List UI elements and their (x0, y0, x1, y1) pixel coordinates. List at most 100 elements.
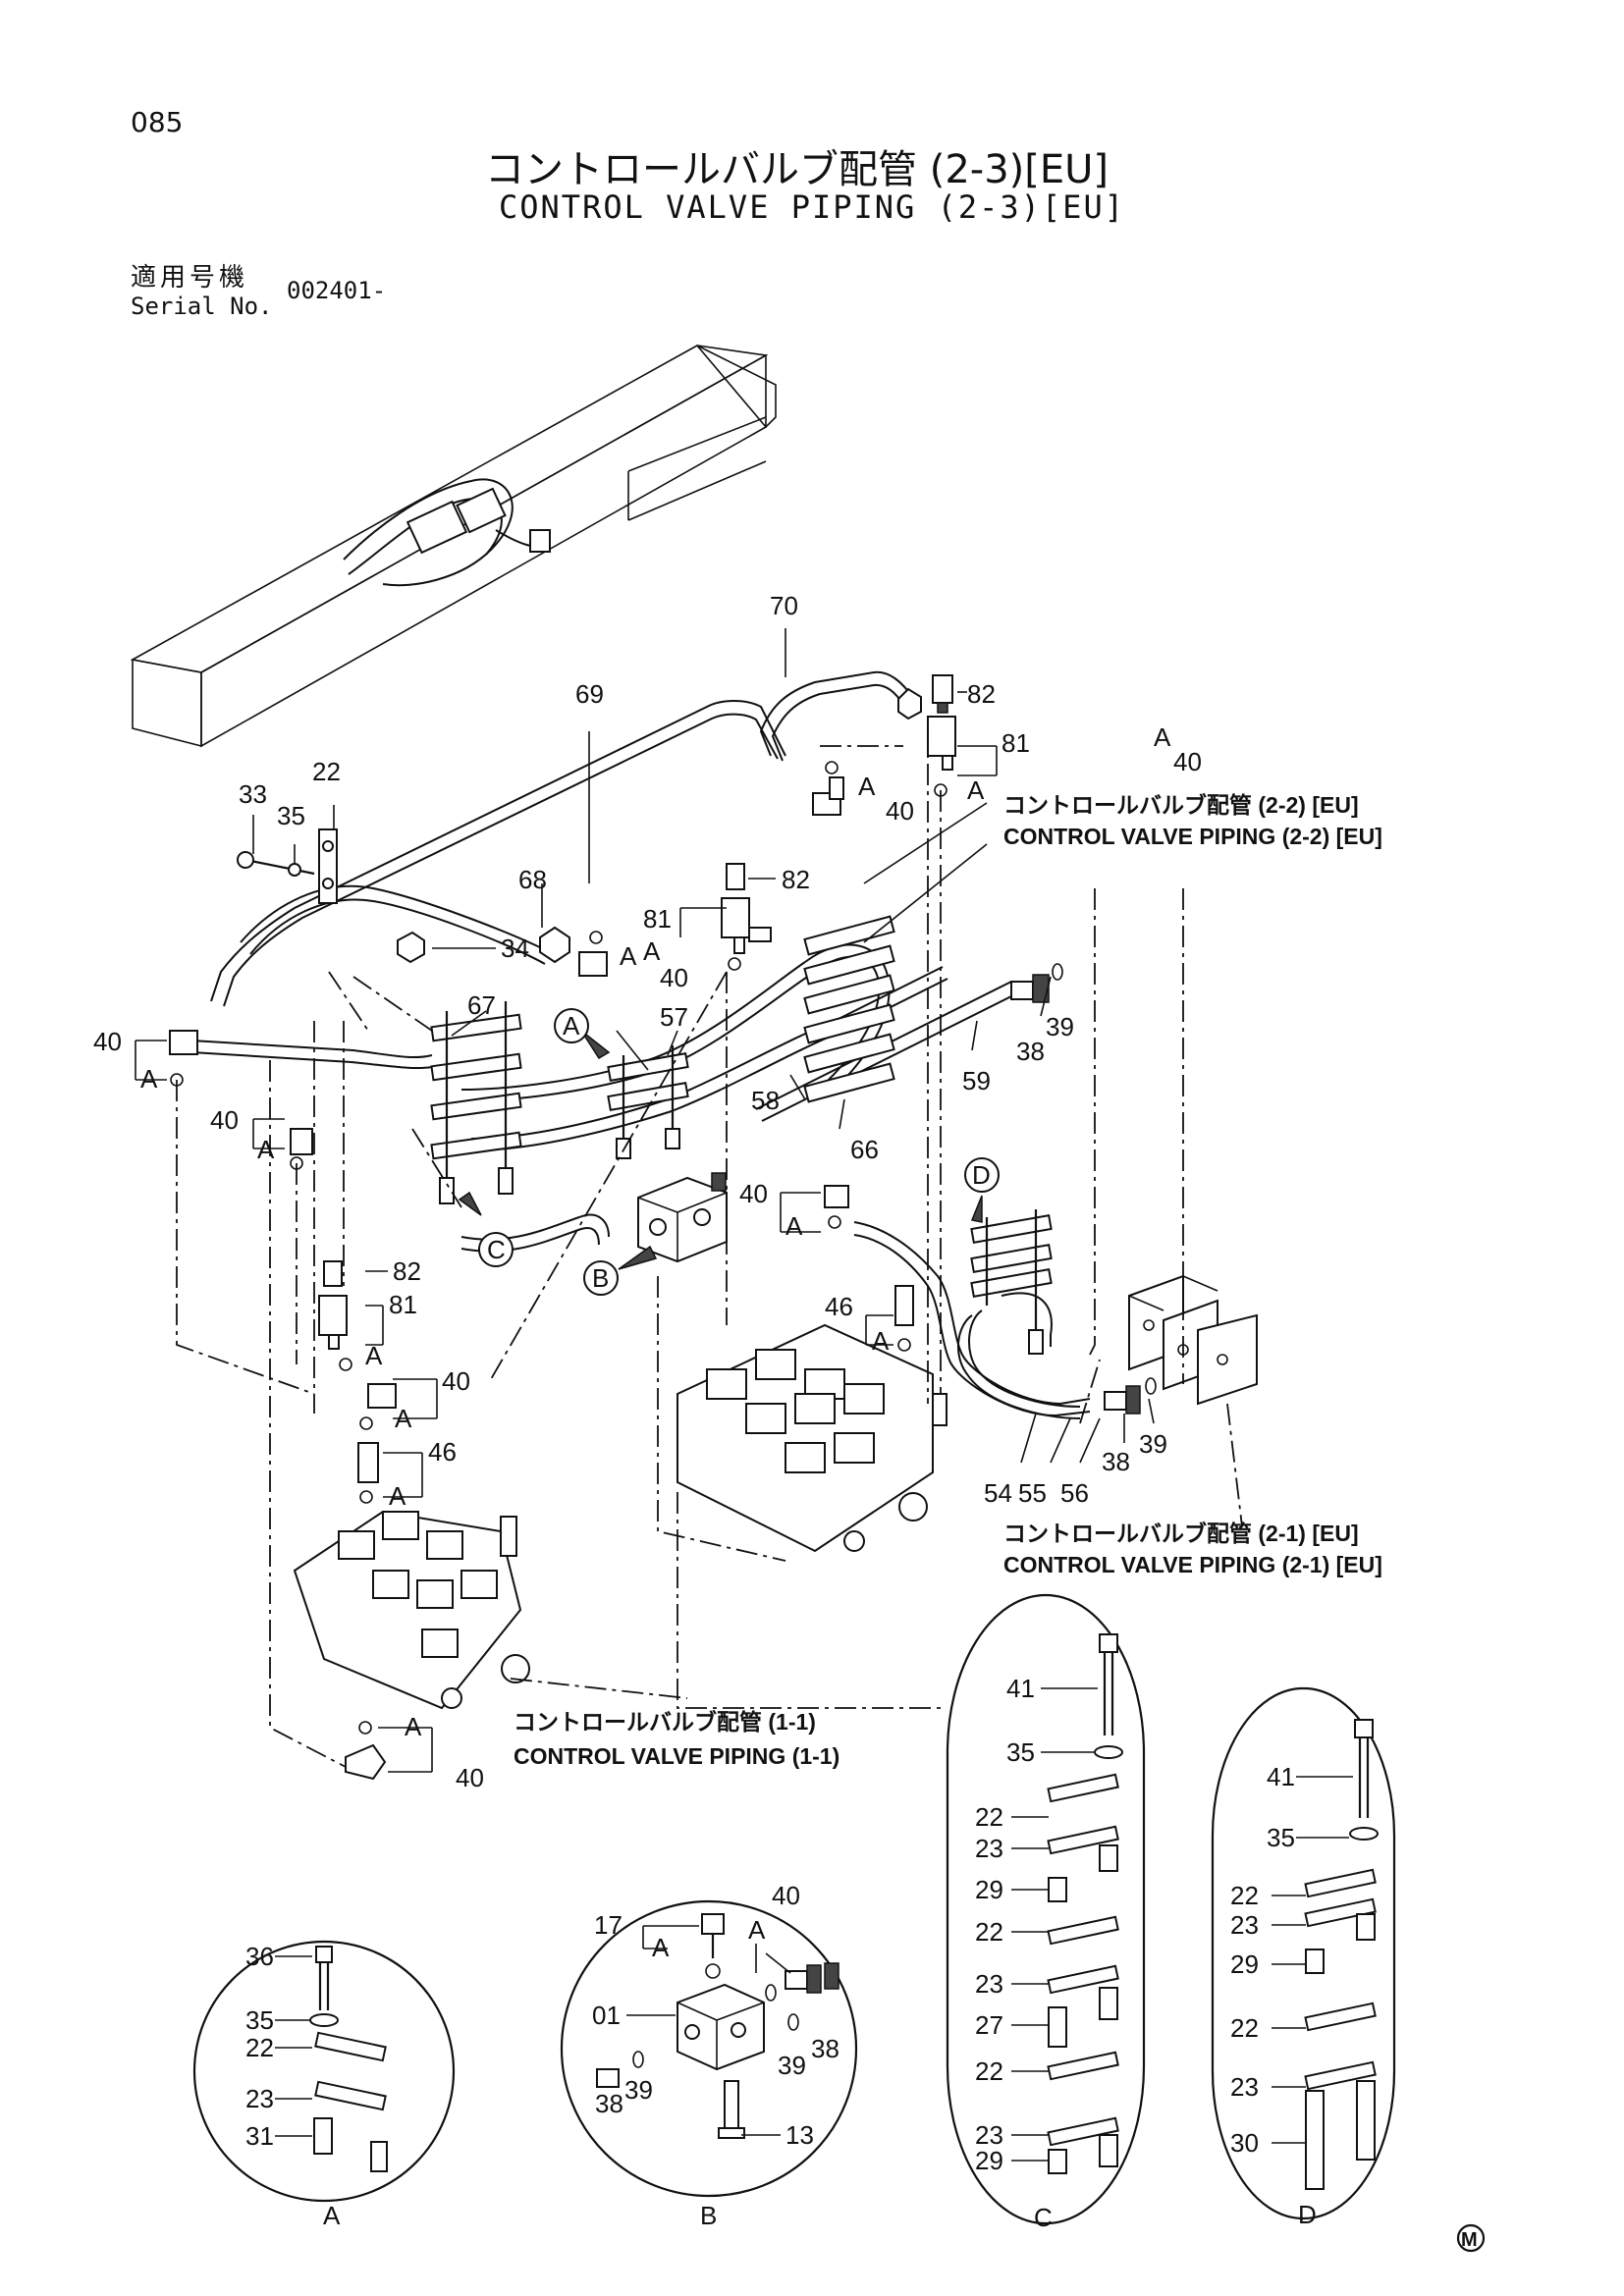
leader-lines (135, 628, 1155, 1773)
view-marker-A: A (554, 1008, 589, 1043)
fitting-82-mid (721, 863, 772, 971)
callout-A: A (405, 1712, 422, 1741)
callout-40: 40 (739, 1179, 768, 1208)
fitting-38-39-right (1010, 963, 1157, 1415)
callout-39: 39 (1139, 1429, 1167, 1459)
svg-text:23: 23 (975, 1834, 1003, 1863)
svg-text:30: 30 (1230, 2128, 1259, 2158)
callout-40: 40 (456, 1763, 484, 1792)
callout-40: 40 (886, 796, 914, 826)
callout-46: 46 (428, 1437, 457, 1467)
serial-label-japanese: 適用号機 (131, 263, 249, 293)
callout-39: 39 (1046, 1012, 1074, 1041)
svg-text:29: 29 (975, 1875, 1003, 1904)
page-number: 085 (131, 106, 184, 138)
callout-A: A (643, 936, 661, 966)
clamp-stack-left (430, 1001, 522, 1204)
callout-A: A (257, 1135, 275, 1164)
svg-text:22: 22 (1230, 1881, 1259, 1910)
machine-frame (130, 345, 777, 748)
fitting-40-left (169, 1030, 313, 1170)
svg-text:23: 23 (975, 2120, 1003, 2150)
serial-number-value: 002401- (287, 277, 387, 304)
fitting-left-column (318, 1260, 397, 1781)
view-marker-B: B (583, 1260, 619, 1296)
callout-40: 40 (660, 963, 688, 992)
svg-text:29: 29 (1230, 1949, 1259, 1979)
callout-57: 57 (660, 1002, 688, 1032)
svg-text:27: 27 (975, 2010, 1003, 2040)
svg-text:22: 22 (975, 1917, 1003, 1947)
callout-A: A (1154, 722, 1171, 752)
view-marker-C: C (478, 1232, 514, 1267)
callout-67: 67 (467, 990, 496, 1020)
svg-text:13: 13 (785, 2120, 814, 2150)
callout-A: A (365, 1341, 383, 1370)
callout-22: 22 (312, 757, 341, 786)
svg-text:01: 01 (592, 2001, 621, 2030)
pipes-54-55-56 (853, 1221, 1091, 1419)
detail-C-label: C (1034, 2203, 1053, 2232)
callout-81: 81 (1001, 728, 1030, 758)
pipe-70 (759, 670, 914, 762)
callout-38: 38 (1102, 1447, 1130, 1476)
detail-B-label: B (700, 2201, 717, 2230)
view-marker-D: D (964, 1157, 1000, 1193)
svg-text:38: 38 (811, 2034, 839, 2063)
callout-68: 68 (518, 865, 547, 894)
manifold-blocks (1128, 1274, 1258, 1406)
detail-view-D: 41 35 22 23 29 22 23 30 D (1211, 1686, 1396, 2229)
callout-A: A (395, 1404, 412, 1433)
page-title-english: CONTROL VALVE PIPING (2-3)[EU] (499, 188, 1125, 226)
frame-wiring-harness (343, 478, 551, 587)
svg-text:22: 22 (975, 2056, 1003, 2086)
callout-A: A (140, 1064, 158, 1094)
pipe-67 (190, 1040, 433, 1070)
svg-text:39: 39 (778, 2051, 806, 2080)
callout-A: A (620, 941, 637, 971)
callout-38: 38 (1016, 1037, 1045, 1066)
reference-2-2-jp: コントロールバルブ配管 (2-2) [EU] (1003, 792, 1359, 818)
clamp-stack-upper-right (803, 915, 895, 1103)
callout-66: 66 (850, 1135, 879, 1164)
page-title-japanese: コントロールバルブ配管 (2-3)[EU] (485, 147, 1110, 192)
pipe-57 (460, 961, 813, 1102)
svg-text:M: M (1461, 2229, 1478, 2251)
svg-text:36: 36 (245, 1942, 274, 1971)
svg-text:A: A (652, 1933, 670, 1962)
callout-70: 70 (770, 591, 798, 620)
callout-59: 59 (962, 1066, 991, 1095)
detail-D-label: D (1298, 2200, 1317, 2229)
callout-55: 55 (1018, 1478, 1047, 1508)
fitting-40-mid (539, 926, 608, 977)
callout-A: A (858, 772, 876, 801)
control-valve-left (293, 1510, 530, 1710)
fitting-40-center (824, 1185, 849, 1229)
svg-text:A: A (563, 1011, 580, 1041)
part-callouts: 70 69 82 81 A 40 A 22 33 35 68 82 81 A 4… (93, 591, 1202, 1792)
reference-2-1-jp: コントロールバルブ配管 (2-1) [EU] (1003, 1521, 1359, 1546)
svg-text:23: 23 (1230, 1910, 1259, 1940)
svg-text:22: 22 (245, 2033, 274, 2062)
callout-40: 40 (1173, 747, 1202, 776)
callout-81: 81 (643, 904, 672, 934)
footer-mark: M (1456, 2223, 1486, 2253)
callout-58: 58 (751, 1086, 780, 1115)
svg-text:17: 17 (594, 1910, 623, 1940)
svg-text:23: 23 (245, 2084, 274, 2113)
callout-40: 40 (210, 1105, 239, 1135)
fitting-46-center (894, 1285, 914, 1352)
reference-1-1-jp: コントロールバルブ配管 (1-1) (514, 1709, 816, 1735)
svg-text:38: 38 (595, 2089, 623, 2118)
svg-text:35: 35 (1006, 1737, 1035, 1767)
clamp-stack-center (607, 1045, 689, 1159)
control-valve-right (677, 1323, 947, 1553)
svg-text:23: 23 (1230, 2072, 1259, 2102)
svg-text:41: 41 (1006, 1674, 1035, 1703)
detail-view-A: 36 35 22 23 31 A (192, 1940, 456, 2230)
svg-text:22: 22 (975, 1802, 1003, 1832)
fitting-82-top (927, 674, 956, 797)
callout-46: 46 (825, 1292, 853, 1321)
svg-text:31: 31 (245, 2121, 274, 2151)
